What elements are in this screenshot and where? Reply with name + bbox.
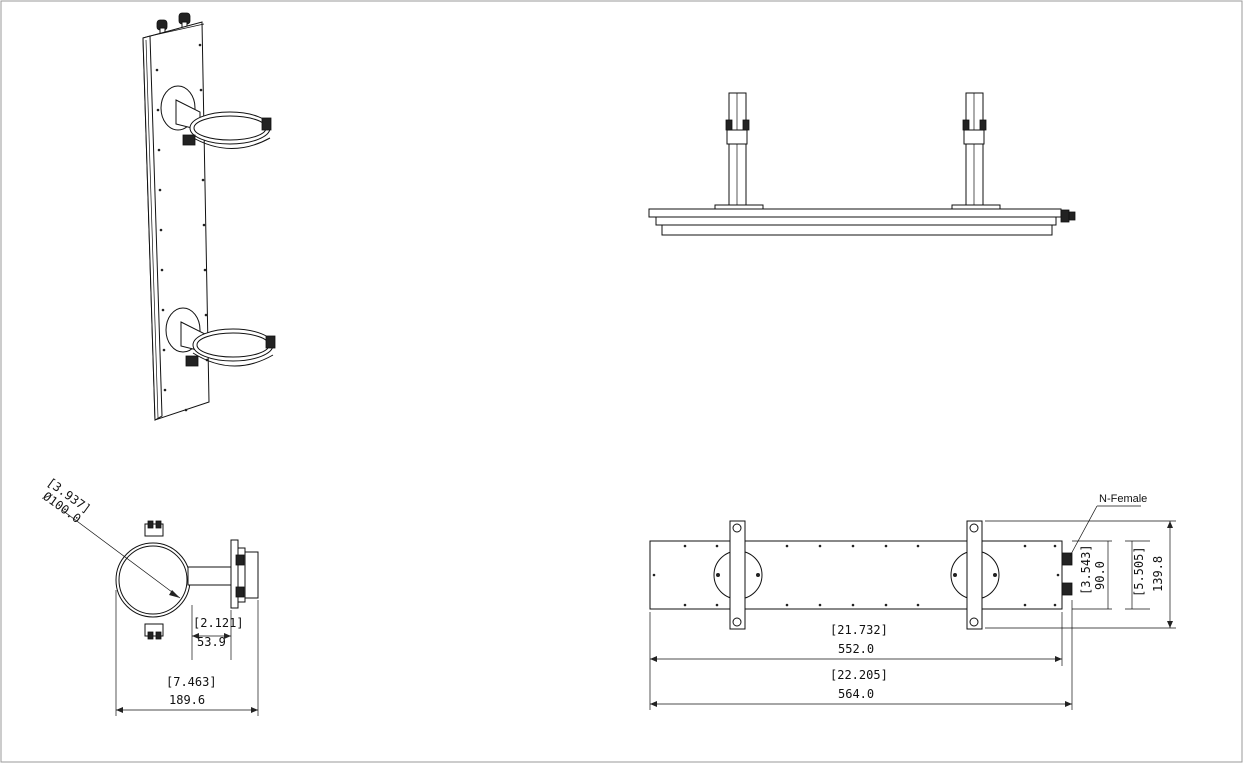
overall-length-mm: 564.0 [838,687,874,701]
pole-right [965,92,984,210]
diameter-leader [61,509,181,599]
pipe-clamp-upper [189,111,271,145]
connector-spacing-mm: 90.0 [1093,561,1107,590]
depth-mm: 189.6 [169,693,205,707]
panel-length-inch: [21.732] [830,623,888,637]
overall-height-mm: 139.8 [1151,556,1165,592]
mount-plate-side [230,539,239,609]
depth-inch: [7.463] [166,675,217,689]
radome [661,224,1053,236]
connector-lower [1061,582,1073,596]
connector-label: N-Female [1099,493,1147,505]
panel-width-inch: [5.505] [1132,546,1146,597]
connector-upper [1061,552,1073,566]
clamp-front-right [966,520,983,630]
pipe-clamp-lower [192,328,274,362]
panel-front [649,540,1063,610]
standoff-inch: [2.121] [193,616,244,630]
standoff-mm: 53.9 [197,635,226,649]
pipe-circle [115,542,191,618]
panel-side [244,551,259,599]
panel-length-mm: 552.0 [838,642,874,656]
standoff-arm [187,566,232,586]
top-view [648,92,1076,236]
side-view: [3.937] Ø100.0 [2.121] 53.9 [7.463] 189.… [40,475,259,716]
connector-leader [1069,505,1098,557]
overall-length-inch: [22.205] [830,668,888,682]
panel-edge [648,208,1062,218]
front-view: N-Female [3.543] 90.0 [5.505] 139.8 [21.… [649,493,1176,710]
connector-side [1060,209,1070,223]
isometric-view [142,12,276,421]
clamp-front-left [729,520,746,630]
pole-left [728,92,747,210]
connector-spacing-inch: [3.543] [1079,544,1093,595]
